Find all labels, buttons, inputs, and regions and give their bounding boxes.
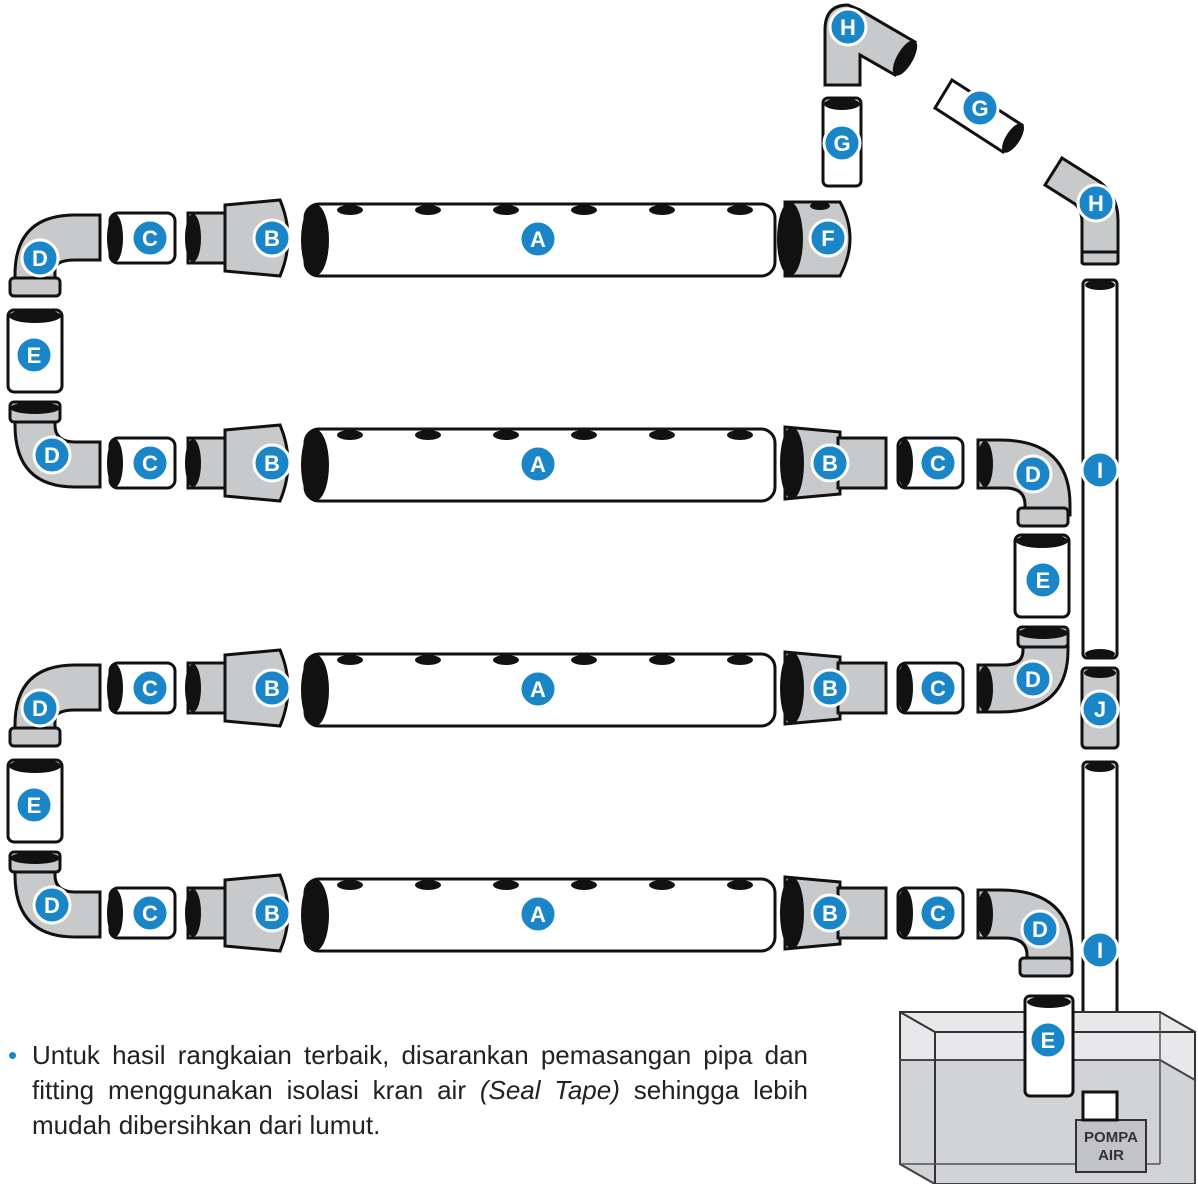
label-badge-g: G xyxy=(960,88,1000,128)
svg-text:B: B xyxy=(264,451,280,476)
svg-text:E: E xyxy=(1036,568,1051,593)
svg-text:C: C xyxy=(142,451,158,476)
label-badge-b: B xyxy=(252,668,292,708)
svg-text:G: G xyxy=(833,131,850,156)
svg-text:B: B xyxy=(822,451,838,476)
label-badge-c: C xyxy=(130,893,170,933)
label-badge-c: C xyxy=(130,668,170,708)
svg-text:A: A xyxy=(530,227,546,252)
label-badge-e: E xyxy=(14,335,54,375)
svg-text:E: E xyxy=(27,343,42,368)
svg-text:D: D xyxy=(32,696,48,721)
label-badge-d: D xyxy=(1013,454,1053,494)
label-badge-i: I xyxy=(1080,930,1120,970)
label-badge-b: B xyxy=(252,218,292,258)
note-bullet: • xyxy=(8,1040,18,1070)
svg-text:H: H xyxy=(1088,191,1104,216)
svg-text:E: E xyxy=(1041,1028,1056,1053)
label-badge-e: E xyxy=(1023,560,1063,600)
svg-text:A: A xyxy=(530,452,546,477)
svg-text:D: D xyxy=(32,246,48,271)
label-badge-c: C xyxy=(918,668,958,708)
svg-text:D: D xyxy=(44,443,60,468)
label-badge-c: C xyxy=(918,893,958,933)
elbow-d-r2-left xyxy=(8,400,102,489)
label-badge-b: B xyxy=(810,893,850,933)
svg-text:B: B xyxy=(264,901,280,926)
label-badge-d: D xyxy=(1013,659,1053,699)
svg-text:B: B xyxy=(822,901,838,926)
pump: POMPA AIR xyxy=(1075,1119,1147,1173)
label-badge-d: D xyxy=(1020,909,1060,949)
label-badge-a: A xyxy=(518,669,558,709)
label-badge-d: D xyxy=(20,238,60,278)
svg-text:B: B xyxy=(264,226,280,251)
note-text-part1: Untuk hasil rangkaian terbaik, disaranka… xyxy=(32,1040,808,1105)
note-text-italic: (Seal Tape) xyxy=(479,1075,620,1105)
pipe-i-lower xyxy=(1081,760,1119,1094)
svg-text:D: D xyxy=(1032,917,1048,942)
svg-text:B: B xyxy=(264,676,280,701)
label-badge-f: F xyxy=(808,218,848,258)
svg-text:H: H xyxy=(840,15,856,40)
pump-label-line2: AIR xyxy=(1098,1147,1124,1164)
label-badge-a: A xyxy=(518,444,558,484)
svg-text:D: D xyxy=(1025,667,1041,692)
svg-text:C: C xyxy=(142,901,158,926)
svg-text:A: A xyxy=(530,677,546,702)
label-badge-c: C xyxy=(918,443,958,483)
svg-text:D: D xyxy=(44,893,60,918)
label-badge-g: G xyxy=(822,123,862,163)
svg-text:E: E xyxy=(27,793,42,818)
svg-text:I: I xyxy=(1097,938,1103,963)
svg-text:C: C xyxy=(930,451,946,476)
label-badge-b: B xyxy=(810,443,850,483)
svg-text:D: D xyxy=(1025,462,1041,487)
svg-text:B: B xyxy=(822,676,838,701)
label-badge-i: I xyxy=(1080,450,1120,490)
label-badge-b: B xyxy=(810,668,850,708)
label-badge-b: B xyxy=(252,893,292,933)
pump-label-line1: POMPA xyxy=(1084,1129,1138,1146)
note-text-part2: sehingga lebih mudah dibersihkan dari lu… xyxy=(32,1075,809,1140)
note-text: Untuk hasil rangkaian terbaik, disaranka… xyxy=(8,1038,808,1143)
label-badge-c: C xyxy=(130,443,170,483)
label-badge-h: H xyxy=(828,7,868,47)
label-badge-h: H xyxy=(1076,183,1116,223)
label-badge-d: D xyxy=(32,435,72,475)
svg-text:A: A xyxy=(530,902,546,927)
svg-text:J: J xyxy=(1094,697,1106,722)
svg-text:C: C xyxy=(930,676,946,701)
label-badge-j: J xyxy=(1080,689,1120,729)
svg-text:C: C xyxy=(142,226,158,251)
svg-text:I: I xyxy=(1097,458,1103,483)
installation-note: • Untuk hasil rangkaian terbaik, disaran… xyxy=(8,1038,808,1143)
label-badge-b: B xyxy=(252,443,292,483)
label-badge-e: E xyxy=(14,785,54,825)
svg-text:C: C xyxy=(142,676,158,701)
elbow-d-r2-right xyxy=(976,438,1072,528)
label-badge-e: E xyxy=(1028,1020,1068,1060)
svg-text:F: F xyxy=(821,226,834,251)
label-badges: A A A A B B B B B B B C C C C C C C D D … xyxy=(14,7,1120,1060)
label-badge-a: A xyxy=(518,894,558,934)
label-badge-d: D xyxy=(32,885,72,925)
label-badge-c: C xyxy=(130,218,170,258)
label-badge-d: D xyxy=(20,688,60,728)
label-badge-a: A xyxy=(518,219,558,259)
reducer-b-r1 xyxy=(185,198,290,278)
svg-text:G: G xyxy=(971,96,988,121)
svg-text:C: C xyxy=(930,901,946,926)
